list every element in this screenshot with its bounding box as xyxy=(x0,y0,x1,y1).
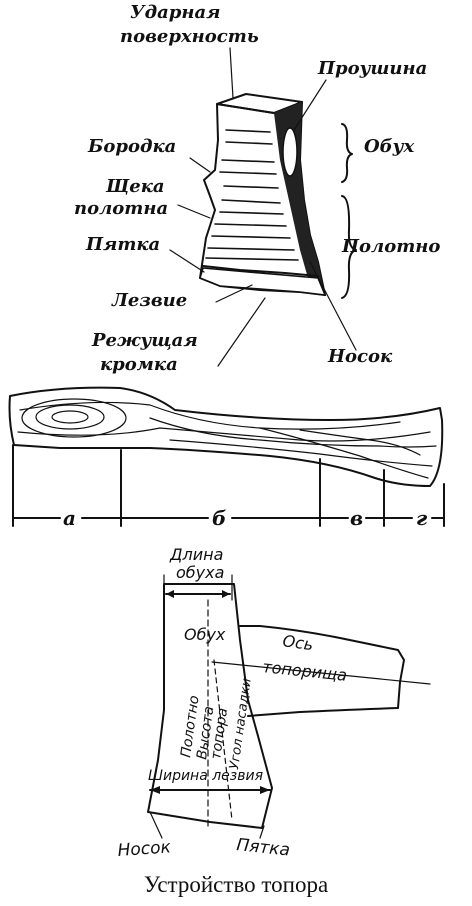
leader-blade xyxy=(215,284,253,303)
label-os-1: Ось xyxy=(281,631,314,654)
label-dim-pyatka: Пятка xyxy=(235,835,290,860)
figure-caption: Устройство топора xyxy=(144,872,328,897)
dim-head-outline xyxy=(147,583,273,829)
angle-line xyxy=(213,659,233,821)
leader-cutting-edge xyxy=(217,297,266,367)
label-lezvie: Лезвие xyxy=(111,290,187,311)
axe-handle-figure: а б в г xyxy=(8,386,445,530)
label-udarnaya-1: Ударная xyxy=(130,2,220,23)
label-dim-obukh: Обух xyxy=(184,625,226,644)
segment-v: в xyxy=(350,506,363,530)
polotno-brace xyxy=(341,195,357,299)
leader-heel xyxy=(169,249,205,273)
handle-axis-line xyxy=(211,661,431,685)
label-os-2: топорища xyxy=(262,657,348,685)
axe-side-face xyxy=(274,102,325,295)
axe-dimensions-figure: Длина обуха Обух Ось топорища Полотно Вы… xyxy=(117,545,431,861)
segment-a: а xyxy=(63,506,76,530)
label-rezh-1: Режущая xyxy=(91,330,198,351)
label-dlina-2: обуха xyxy=(176,563,224,582)
leader-striking-face xyxy=(229,47,234,99)
label-obukh: Обух xyxy=(364,136,414,157)
label-proushina: Проушина xyxy=(317,58,427,79)
label-shirina: Ширина лезвия xyxy=(148,768,263,784)
label-pyatka: Пятка xyxy=(85,234,160,255)
label-nosok: Носок xyxy=(327,346,393,367)
axe-head-figure: Ударная поверхность Проушина Бородка Обу… xyxy=(74,2,440,375)
handle-outline xyxy=(8,386,444,487)
obukh-brace xyxy=(341,123,353,183)
segment-g: г xyxy=(416,506,428,530)
axe-eye xyxy=(282,127,298,177)
dim-handle-outline xyxy=(239,625,405,717)
label-polotno: Полотно xyxy=(341,236,440,257)
leader-beard xyxy=(189,157,211,173)
label-shcheka-2: полотна xyxy=(74,198,168,219)
label-rezh-2: кромка xyxy=(100,354,178,375)
label-dim-nosok: Носок xyxy=(117,837,172,861)
label-borodka: Бородка xyxy=(87,136,176,157)
segment-b: б xyxy=(212,506,226,530)
leader-dim-toe xyxy=(149,811,163,839)
blade-bevel-line xyxy=(202,265,319,277)
label-shcheka-1: Щека xyxy=(105,176,165,197)
handle-wood-grain xyxy=(17,398,437,479)
cheek-hatching xyxy=(205,129,299,261)
label-vysota-1: Высота xyxy=(194,705,217,760)
label-dlina-1: Длина xyxy=(169,545,223,564)
leader-cheek xyxy=(177,204,211,219)
leader-dim-heel xyxy=(259,825,265,839)
label-udarnaya-2: поверхность xyxy=(120,26,259,47)
label-vysota-2: топора xyxy=(208,707,231,761)
leader-toe xyxy=(309,261,357,351)
label-ugol: Угол насадки xyxy=(227,677,255,770)
leader-eye xyxy=(293,79,327,131)
